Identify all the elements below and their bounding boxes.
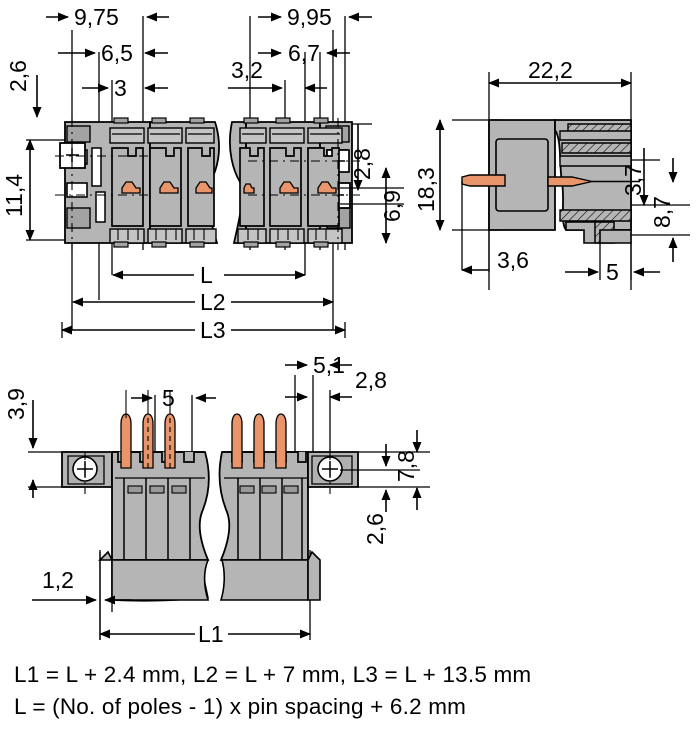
dim-3-6: 3,6 — [461, 247, 529, 275]
dim-L3: L3 — [61, 317, 346, 343]
dim-L1: L1 — [99, 621, 311, 647]
dim-5-right: 5 — [565, 243, 660, 285]
dim-label-6-9: 6,9 — [379, 190, 405, 222]
dim-label-8-7: 8,7 — [649, 196, 675, 228]
dim-5-pitch: 5 — [131, 385, 216, 411]
mounting-flange-left — [61, 451, 113, 494]
dim-label-L2: L2 — [200, 289, 226, 315]
dim-label-3-7: 3,7 — [620, 164, 646, 196]
front-view-centre-lines — [55, 118, 360, 250]
dim-3-2: 3,2 — [228, 57, 327, 93]
connector-body-left — [59, 117, 220, 248]
dim-2-8-bottom: 2,8 — [285, 367, 387, 402]
dim-label-L3: L3 — [200, 317, 226, 343]
dim-label-9-95: 9,95 — [287, 4, 332, 30]
pins-right — [231, 413, 287, 469]
dim-2-6-left: 2,6 — [5, 60, 42, 118]
dim-22-2: 22,2 — [488, 57, 632, 88]
dim-2-8-right: 2,8 — [349, 123, 375, 191]
dim-L: L — [112, 262, 306, 288]
connector-body-right — [228, 117, 353, 248]
dim-label-L: L — [200, 262, 213, 288]
dim-label-2-8-right: 2,8 — [349, 148, 375, 180]
pin-contact-marks-left — [121, 181, 213, 194]
dim-label-22-2: 22,2 — [528, 57, 573, 83]
dim-9-75: 9,75 — [46, 4, 169, 30]
side-pin-tip — [547, 176, 593, 187]
dim-5-1: 5,1 — [285, 352, 352, 378]
dim-6-9: 6,9 — [340, 167, 405, 244]
dim-label-9-75: 9,75 — [74, 4, 119, 30]
dim-label-2-6-bottom: 2,6 — [362, 513, 388, 545]
pin-contact-marks-right — [243, 181, 337, 194]
top-view-body-left — [111, 451, 210, 561]
dim-3: 3 — [82, 75, 168, 101]
dim-18-3: 18,3 — [413, 119, 445, 231]
top-view-group: 3,9 5 5,1 2,8 — [3, 352, 430, 647]
caption-formula-line-1: L1 = L + 2.4 mm, L2 = L + 7 mm, L3 = L +… — [14, 662, 532, 687]
dim-label-7-8: 7,8 — [393, 450, 419, 482]
dim-7-8: 7,8 — [340, 430, 430, 510]
front-view-group: 9,75 6,5 3 2,6 — [1, 4, 405, 343]
dim-label-3-2: 3,2 — [231, 57, 263, 83]
dim-label-L1: L1 — [198, 621, 224, 647]
mounting-flange-right — [307, 451, 359, 494]
caption-formula-line-2: L = (No. of poles - 1) x pin spacing + 6… — [14, 694, 467, 719]
dim-label-3-6: 3,6 — [497, 247, 529, 273]
dim-label-3-9: 3,9 — [3, 388, 29, 420]
dim-label-3: 3 — [114, 75, 127, 101]
dim-label-6-7: 6,7 — [288, 40, 320, 66]
dim-11-4: 11,4 — [1, 139, 65, 241]
dim-8-7: 8,7 — [649, 158, 678, 262]
dim-3-7: 3,7 — [620, 148, 649, 206]
dim-label-5-right: 5 — [606, 259, 619, 285]
side-section-view-group: 22,2 18,3 — [413, 57, 690, 290]
dim-label-1-2: 1,2 — [42, 567, 74, 593]
dim-label-5-1: 5,1 — [313, 352, 345, 378]
dim-6-7: 6,7 — [258, 40, 350, 66]
dim-label-5-pitch: 5 — [162, 385, 175, 411]
dim-label-18-3: 18,3 — [413, 167, 439, 212]
dim-2-6-bottom: 2,6 — [362, 444, 391, 545]
dim-9-95: 9,95 — [258, 4, 372, 30]
footprint-band — [98, 550, 321, 640]
dim-label-6-5: 6,5 — [101, 40, 133, 66]
pins-left — [120, 390, 176, 472]
dim-L2: L2 — [72, 289, 334, 315]
dim-label-2-8-bottom: 2,8 — [355, 367, 387, 393]
dim-label-11-4: 11,4 — [1, 174, 27, 217]
side-body — [461, 119, 640, 272]
side-pin-left — [461, 174, 506, 187]
dim-1-2: 1,2 — [32, 567, 132, 612]
dim-6-5: 6,5 — [58, 40, 168, 66]
dim-label-2-6-left: 2,6 — [5, 60, 31, 92]
